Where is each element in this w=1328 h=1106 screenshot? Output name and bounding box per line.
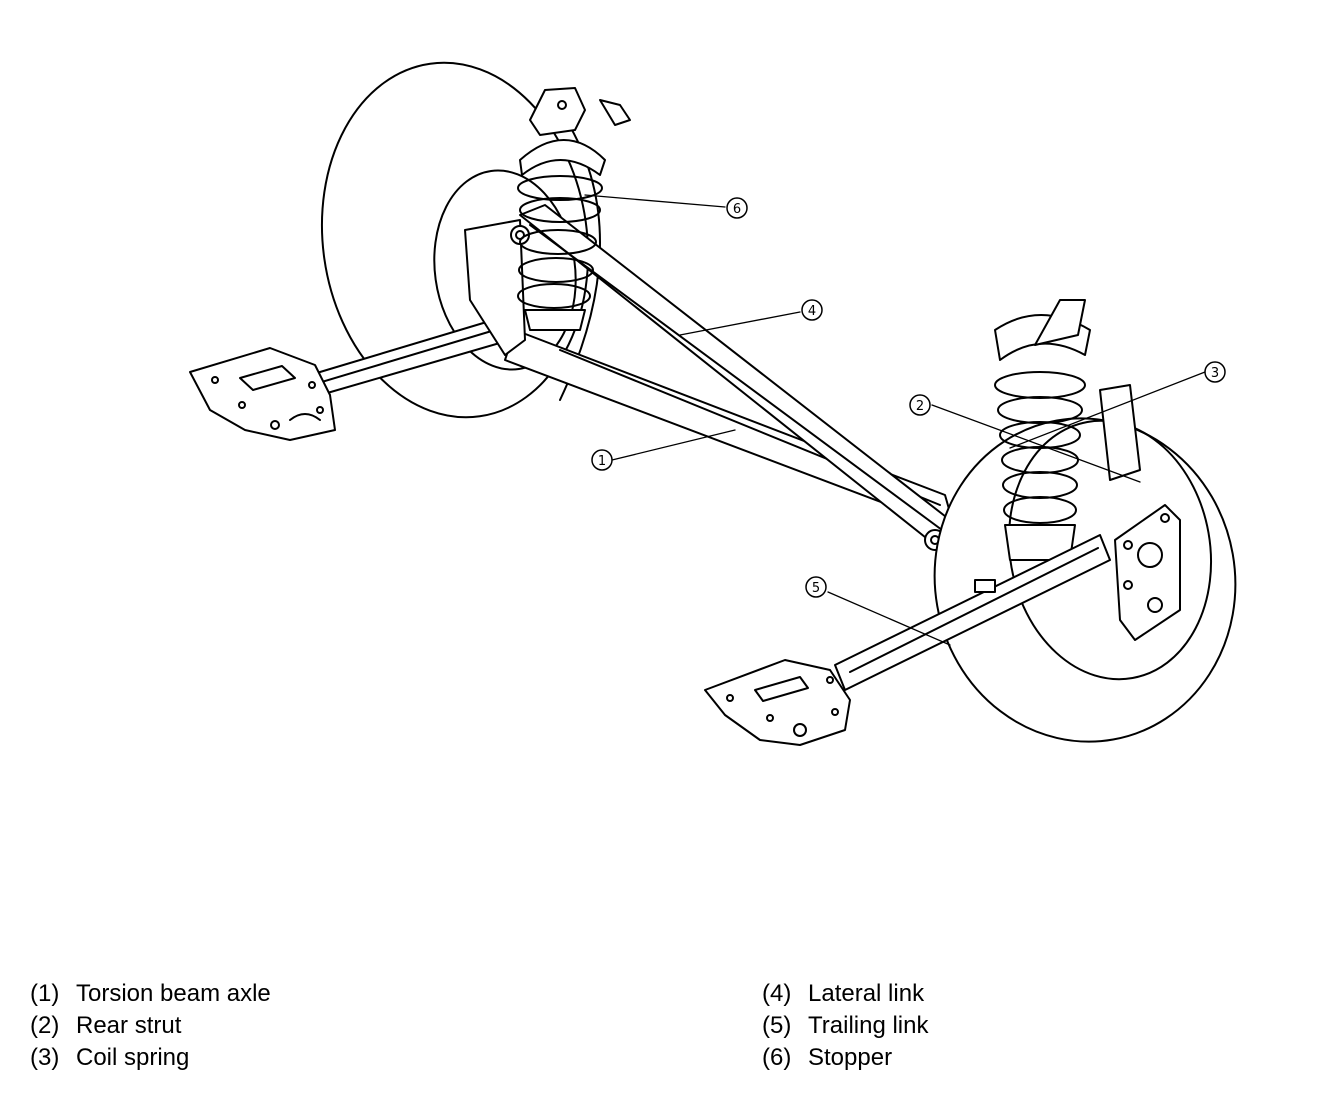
leader-4 <box>679 311 801 336</box>
leader-2 <box>931 404 1141 483</box>
legend-number: (4) <box>762 980 792 1007</box>
legend-item-coil-spring: (3) Coil spring <box>30 1042 271 1074</box>
legend-label: Rear strut <box>76 1012 182 1039</box>
callout-6: 6 <box>726 197 748 219</box>
svg-text:2: 2 <box>916 399 924 414</box>
legend-label: Coil spring <box>76 1044 190 1071</box>
svg-text:3: 3 <box>1211 366 1219 381</box>
svg-text:5: 5 <box>812 581 820 596</box>
legend-item-stopper: (6) Stopper <box>762 1042 928 1074</box>
svg-text:1: 1 <box>598 454 606 469</box>
legend-number: (6) <box>762 1044 792 1071</box>
legend-number: (5) <box>762 1012 792 1039</box>
leader-3 <box>1009 371 1206 449</box>
left-bracket <box>189 347 336 441</box>
callout-3: 3 <box>1204 361 1226 383</box>
legend-number: (2) <box>30 1012 60 1039</box>
svg-text:4: 4 <box>808 304 816 319</box>
leader-6 <box>584 194 726 208</box>
legend-label: Stopper <box>808 1044 893 1071</box>
callout-leaders <box>584 194 1206 646</box>
svg-text:6: 6 <box>733 202 741 217</box>
left-strut-assembly <box>517 87 631 331</box>
leader-5 <box>827 591 951 646</box>
legend-label: Torsion beam axle <box>76 980 271 1007</box>
legend-label: Lateral link <box>808 980 925 1007</box>
callout-5: 5 <box>805 576 827 598</box>
right-wheel <box>933 417 1237 743</box>
legend-number: (3) <box>30 1044 60 1071</box>
legend-item-lateral-link: (4) Lateral link <box>762 978 928 1010</box>
callout-4: 4 <box>801 299 823 321</box>
legend-left: (1) Torsion beam axle (2) Rear strut (3) Co… <box>30 978 271 1074</box>
leader-1 <box>611 429 736 461</box>
legend-right: (4) Lateral link (5) Trailing link (6) Stop… <box>762 978 928 1074</box>
legend-item-rear-strut: (2) Rear strut <box>30 1010 271 1042</box>
legend-item-trailing-link: (5) Trailing link <box>762 1010 928 1042</box>
right-trailing-link <box>834 534 1111 691</box>
callout-2: 2 <box>909 394 931 416</box>
right-bracket <box>704 659 851 746</box>
callout-1: 1 <box>591 449 613 471</box>
legend-label: Trailing link <box>808 1012 929 1039</box>
legend-number: (1) <box>30 980 60 1007</box>
rear-suspension-diagram: 1 2 3 4 5 6 <box>189 61 1237 746</box>
right-hub <box>1114 504 1181 641</box>
legend-item-torsion-beam-axle: (1) Torsion beam axle <box>30 978 271 1010</box>
